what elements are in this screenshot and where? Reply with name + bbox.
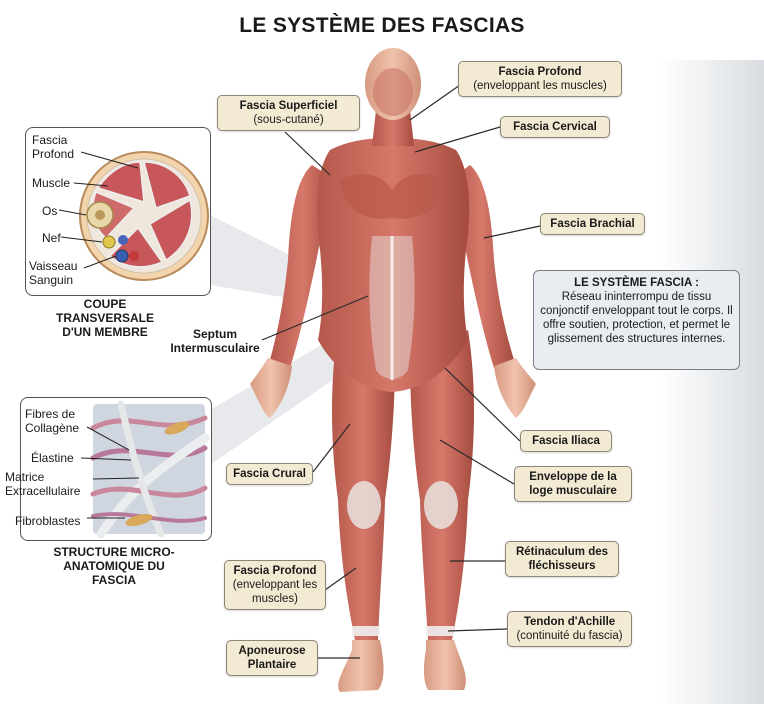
micro-label-fibroblastes: Fibroblastes <box>15 514 81 528</box>
line-fascia-superficiel <box>284 131 331 176</box>
cross-label-fascia-profond: Fascia Profond <box>32 133 75 161</box>
info-heading: LE SYSTÈME FASCIA : <box>574 277 699 289</box>
right-ankle-band <box>426 626 454 636</box>
line-fascia-profond-top <box>409 84 461 121</box>
label-fascia-cervical: Fascia Cervical <box>500 116 610 138</box>
info-body: Réseau ininterrompu de tissu conjonctif … <box>540 291 733 345</box>
face-muscle <box>373 68 413 116</box>
micro-structure-caption: STRUCTURE MICRO-ANATOMIQUE DU FASCIA <box>53 545 175 587</box>
info-box: LE SYSTÈME FASCIA : Réseau ininterrompu … <box>533 270 740 370</box>
cross-label-vaisseau: Vaisseau Sanguin <box>29 259 78 287</box>
line-tendon <box>447 628 508 632</box>
cross-label-nef: Nef <box>42 231 61 245</box>
line-fascia-crural <box>312 423 351 473</box>
left-hand <box>250 358 292 418</box>
micro-label-matrice: Matrice Extracellulaire <box>5 470 81 498</box>
label-fascia-crural: Fascia Crural <box>226 463 313 485</box>
label-aponeurose: Aponeurose Plantaire <box>226 640 318 676</box>
cross-section-diagram <box>58 151 209 281</box>
right-foot <box>424 640 466 690</box>
page-title: LE SYSTÈME DES FASCIAS <box>239 14 525 37</box>
right-knee <box>424 481 458 529</box>
label-fascia-profond-bottom: Fascia Profond(enveloppant les muscles) <box>224 560 326 610</box>
micro-label-collagene: Fibres de Collagène <box>25 407 80 435</box>
label-retinaculum: Rétinaculum des fléchisseurs <box>505 541 619 577</box>
line-fascia-profond-bottom <box>324 567 357 591</box>
micro-structure-inset: Fibres de Collagène Élastine Matrice Ext… <box>5 397 212 541</box>
line-fascia-brachial <box>483 225 541 239</box>
pectoral-fascia <box>340 174 446 219</box>
label-fascia-iliaca: Fascia Iliaca <box>520 430 612 452</box>
left-ankle-band <box>352 626 380 636</box>
neck <box>372 110 414 146</box>
cross-label-os: Os <box>42 204 58 218</box>
right-hand <box>494 358 536 418</box>
left-knee <box>347 481 381 529</box>
line-fascia-cervical <box>414 126 501 153</box>
left-foot <box>338 640 384 692</box>
label-septum: Septum Intermusculaire <box>170 327 260 355</box>
line-enveloppe <box>439 439 515 485</box>
micro-structure-diagram <box>80 400 210 539</box>
line-fascia-iliaca <box>444 367 521 442</box>
cross-section-caption: COUPE TRANSVERSALE D'UN MEMBRE <box>55 297 154 339</box>
label-fascia-profond-top: Fascia Profond(enveloppant les muscles) <box>458 61 622 97</box>
cross-label-muscle: Muscle <box>32 176 71 190</box>
label-fascia-superficiel: Fascia Superficiel(sous-cutané) <box>217 95 360 131</box>
micro-label-elastine: Élastine <box>31 451 74 465</box>
line-septum <box>261 295 369 341</box>
label-tendon: Tendon d'Achille(continuité du fascia) <box>507 611 632 647</box>
cross-section-inset: Fascia Profond Muscle Os Nef Vaisseau Sa… <box>25 127 211 296</box>
label-fascia-brachial: Fascia Brachial <box>540 213 645 235</box>
label-enveloppe: Enveloppe de la loge musculaire <box>514 466 632 502</box>
